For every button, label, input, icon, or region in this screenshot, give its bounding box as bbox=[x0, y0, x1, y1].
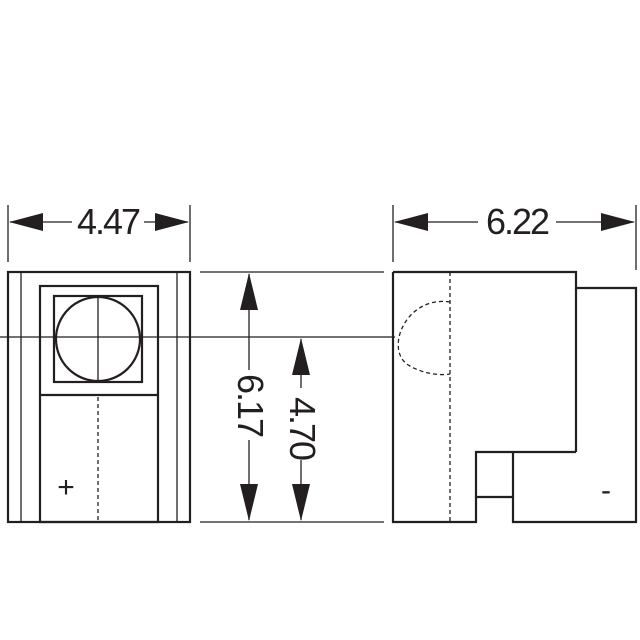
side-width-arrow-right bbox=[601, 213, 635, 231]
front-inner-panel bbox=[38, 284, 160, 524]
minus-terminal-label: - bbox=[601, 474, 611, 507]
overall-height-arrow-bottom bbox=[240, 484, 258, 521]
side-lead-pocket bbox=[474, 450, 576, 497]
side-width-value: 6.22 bbox=[486, 201, 549, 242]
overall-height-dimension: 6.17 bbox=[230, 273, 271, 521]
side-width-arrow-left bbox=[394, 213, 428, 231]
side-view: - bbox=[391, 270, 638, 524]
side-width-dimension: 6.22 bbox=[392, 201, 637, 270]
front-width-dimension: 4.47 bbox=[7, 201, 191, 262]
front-width-arrow-right bbox=[155, 213, 189, 231]
overall-height-value: 6.17 bbox=[230, 374, 271, 437]
inner-height-arrow-top bbox=[292, 338, 310, 375]
overall-height-arrow-top bbox=[240, 273, 258, 310]
front-width-value: 4.47 bbox=[77, 201, 140, 242]
inner-height-arrow-bottom bbox=[292, 484, 310, 521]
side-body-outline bbox=[391, 270, 638, 524]
inner-height-dimension: 4.70 bbox=[282, 338, 323, 521]
inner-height-value: 4.70 bbox=[282, 397, 323, 460]
front-width-arrow-left bbox=[9, 213, 43, 231]
front-view: + bbox=[6, 270, 192, 524]
side-hidden-lens-arc bbox=[397, 300, 451, 376]
plus-terminal-label: + bbox=[57, 471, 75, 504]
front-body-outline bbox=[6, 270, 192, 524]
